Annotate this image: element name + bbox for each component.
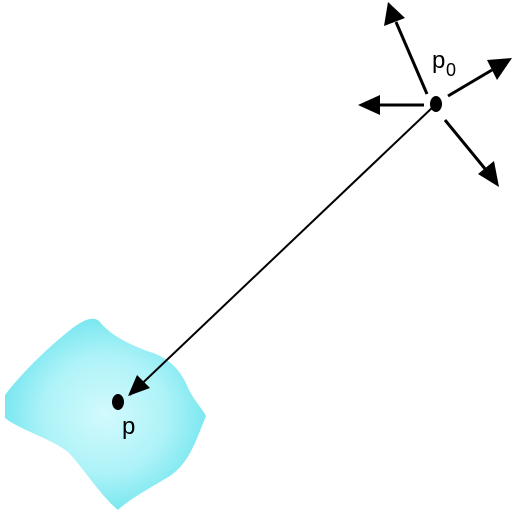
emission-arrow-down-right-head — [478, 161, 499, 187]
ray-arrowhead — [128, 375, 150, 396]
ray-arrow — [129, 105, 435, 396]
target-point — [112, 394, 124, 410]
source-point-subscript: 0 — [446, 60, 456, 80]
emission-arrow-up-head — [384, 2, 405, 26]
emission-arrow-up — [394, 21, 429, 95]
source-point-label: p — [432, 47, 445, 74]
source-point — [430, 96, 442, 112]
emission-arrow-right-up-head — [487, 58, 512, 80]
emission-arrow-down-right — [443, 119, 488, 171]
target-point-label: p — [122, 413, 135, 440]
emission-arrow-left-head — [358, 95, 380, 115]
surface-region — [5, 318, 206, 510]
emission-arrow-right-up — [447, 68, 493, 98]
emission-arrows — [358, 2, 512, 187]
